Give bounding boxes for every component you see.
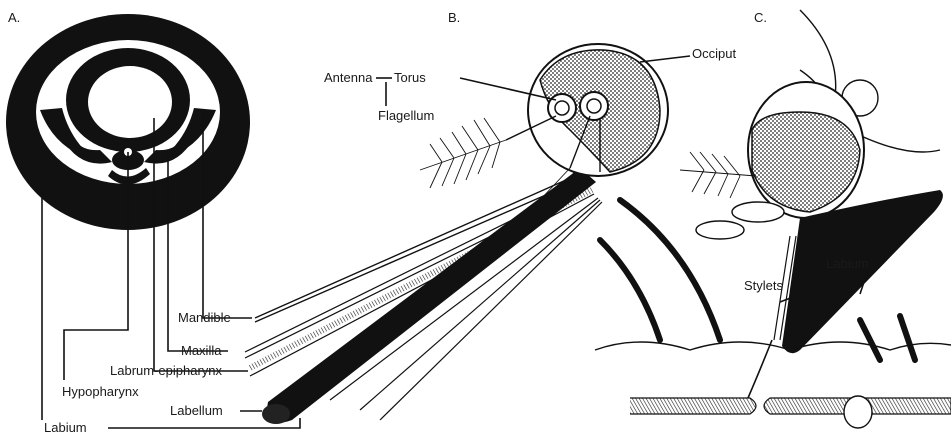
label-flagellum: Flagellum <box>378 108 434 123</box>
label-hypopharynx: Hypopharynx <box>62 384 139 399</box>
label-labrum-epipharynx: Labrum-epipharynx <box>110 363 223 378</box>
label-torus: Torus <box>394 70 426 85</box>
label-mandible: Mandible <box>178 310 231 325</box>
labellum-tip <box>262 404 290 424</box>
label-occiput: Occiput <box>692 46 736 61</box>
label-labium-a: Labium <box>44 420 87 435</box>
capillary-vessels <box>630 396 951 428</box>
label-labium-c: Labium <box>826 256 869 271</box>
label-stylets: Stylets <box>744 278 784 293</box>
label-labellum: Labellum <box>170 403 223 418</box>
panel-b-head <box>245 44 668 424</box>
label-antenna: Antenna <box>324 70 373 85</box>
panel-label-c: C. <box>754 10 767 25</box>
panel-label-b: B. <box>448 10 460 25</box>
panel-label-a: A. <box>8 10 20 25</box>
skin-surface <box>595 342 951 350</box>
label-maxilla: Maxilla <box>181 343 222 358</box>
